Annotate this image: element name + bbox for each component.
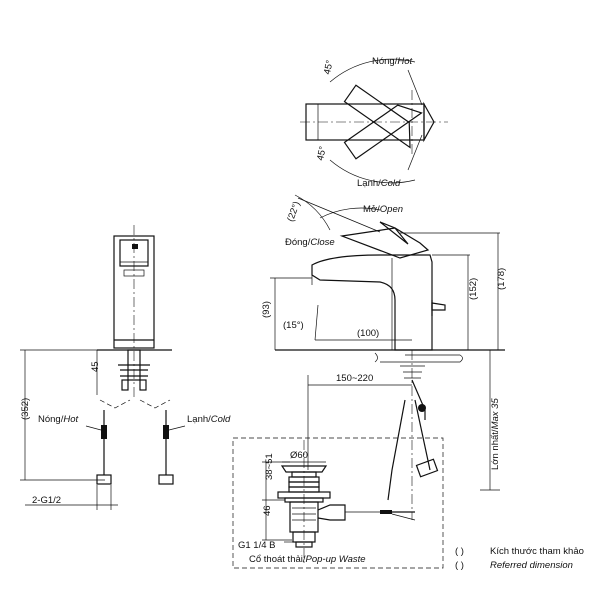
popup-caption: Cổ thoát thải/ bbox=[249, 554, 306, 565]
top-cold-label-it: Cold bbox=[381, 178, 401, 189]
svg-text:Lớn nhất/Max 35: Lớn nhất/Max 35 bbox=[490, 398, 501, 470]
angle-bottom-label: 45° bbox=[315, 145, 329, 162]
detail-frame bbox=[232, 437, 444, 569]
dia-60-label: Ø60 bbox=[290, 450, 308, 461]
legend: ( ) Kích thước tham khảo ( ) Referred di… bbox=[455, 546, 584, 571]
open-label: Mở/ bbox=[363, 204, 380, 215]
dim-100: (100) bbox=[357, 328, 379, 339]
dim-152: (152) bbox=[468, 278, 479, 300]
legend-paren-1: ( ) bbox=[455, 546, 464, 557]
top-view: 45° 45° Nóng/Hot Lạnh/Cold bbox=[300, 56, 448, 189]
side-handle bbox=[339, 227, 430, 259]
top-hot-label: Nóng/ bbox=[372, 56, 398, 67]
angle-spout-label: (15°) bbox=[283, 320, 304, 331]
svg-text:Lạnh/Cold: Lạnh/Cold bbox=[187, 414, 231, 425]
dim-178: (178) bbox=[496, 268, 507, 290]
front-hot-label-it: Hot bbox=[63, 414, 78, 425]
max-label-it: Max 35 bbox=[490, 398, 501, 430]
dim-352: (352) bbox=[20, 398, 31, 420]
dim-38-51: 38~51 bbox=[264, 453, 275, 480]
max-label: Lớn nhất/ bbox=[490, 429, 501, 470]
thread-size-label: 2-G1/2 bbox=[32, 495, 61, 506]
legend-paren-2: ( ) bbox=[455, 560, 464, 571]
side-view: (22°) Mở/Open Đóng/Close (93) (100) (15°… bbox=[261, 194, 507, 520]
front-hot-label: Nóng/ bbox=[38, 414, 64, 425]
svg-text:Mở/Open: Mở/Open bbox=[363, 204, 403, 215]
angle-top-label: 45° bbox=[322, 59, 336, 76]
close-label: Đóng/ bbox=[285, 237, 311, 248]
dim-45: 45 bbox=[90, 361, 101, 372]
svg-text:Nóng/Hot: Nóng/Hot bbox=[372, 56, 413, 67]
front-cold-label-it: Cold bbox=[211, 414, 231, 425]
dim-150-220: 150~220 bbox=[336, 373, 373, 384]
handle-hot-position bbox=[343, 104, 423, 160]
top-cold-label: Lạnh/ bbox=[357, 178, 381, 189]
svg-text:Cổ thoát thải/Pop-up Waste: Cổ thoát thải/Pop-up Waste bbox=[249, 554, 366, 565]
popup-caption-it: Pop-up Waste bbox=[306, 554, 366, 565]
popup-waste-detail: Ø60 38~51 46 G1 1/4 B Cổ thoát thải/Pop-… bbox=[232, 437, 444, 569]
open-label-it: Open bbox=[380, 204, 403, 215]
handle-cold-position bbox=[343, 84, 411, 149]
arc-cold bbox=[329, 159, 416, 184]
close-label-it: Close bbox=[310, 237, 334, 248]
svg-text:Lạnh/Cold: Lạnh/Cold bbox=[357, 178, 401, 189]
dim-46: 46 bbox=[262, 505, 273, 516]
legend-line-2: Referred dimension bbox=[490, 560, 573, 571]
dim-93: (93) bbox=[261, 301, 272, 318]
front-view: 45 (352) Nóng/Hot Lạnh/Cold 2-G1/2 bbox=[20, 225, 231, 510]
top-hot-label-it: Hot bbox=[397, 56, 412, 67]
arc-hot bbox=[329, 58, 416, 83]
svg-text:Đóng/Close: Đóng/Close bbox=[285, 237, 335, 248]
popup-thread-label: G1 1/4 B bbox=[238, 540, 276, 551]
svg-text:Nóng/Hot: Nóng/Hot bbox=[38, 414, 79, 425]
legend-line-1: Kích thước tham khảo bbox=[490, 546, 584, 557]
front-cold-label: Lạnh/ bbox=[187, 414, 211, 425]
angle-handle-label: (22°) bbox=[285, 200, 302, 223]
